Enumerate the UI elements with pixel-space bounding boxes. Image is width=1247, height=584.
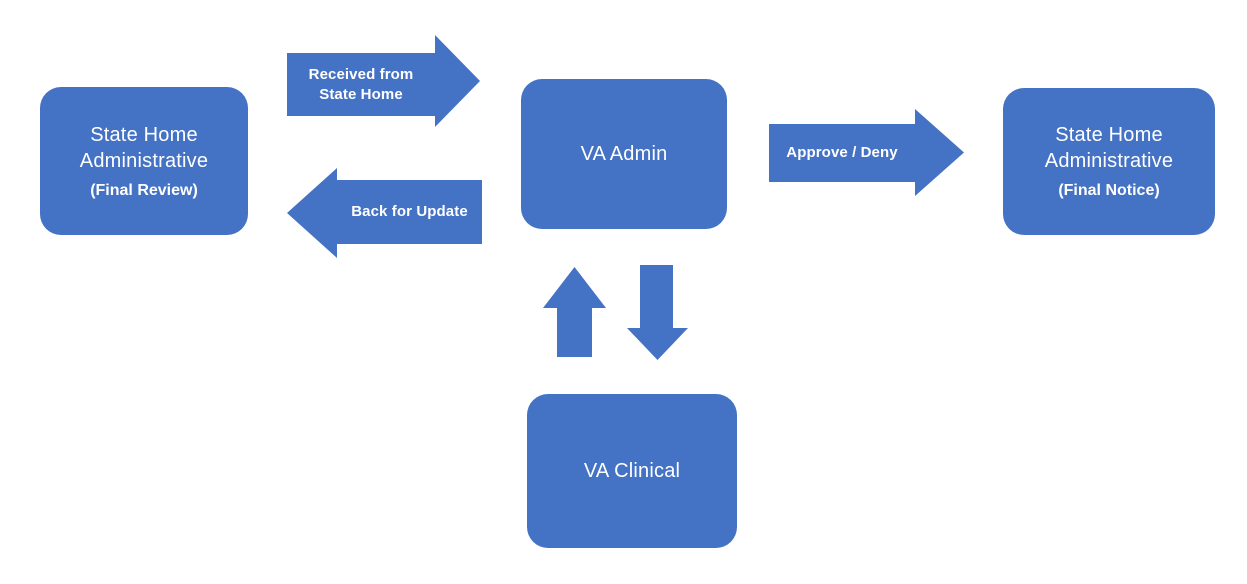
node-title: State Home Administrative xyxy=(1045,122,1173,174)
arrow-up-shape xyxy=(543,267,606,357)
node-va-clinical: VA Clinical xyxy=(527,394,737,548)
node-subtitle: (Final Notice) xyxy=(1058,182,1160,200)
node-title: VA Clinical xyxy=(583,460,681,482)
arrow-approve-deny xyxy=(769,109,964,196)
arrow-down-admin-to-clinical xyxy=(627,265,688,360)
node-va-admin: VA Admin xyxy=(521,79,727,229)
node-title-line2: Administrative xyxy=(79,149,209,172)
arrow-right-shape xyxy=(769,109,964,196)
node-title: VA Admin xyxy=(580,143,668,165)
arrow-up-clinical-to-admin xyxy=(543,267,606,357)
arrow-left-shape xyxy=(287,168,482,258)
node-title: State Home Administrative xyxy=(80,122,208,174)
arrow-back-for-update xyxy=(287,168,482,258)
node-state-home-final-notice: State Home Administrative (Final Notice) xyxy=(1003,88,1215,235)
node-state-home-final-review: State Home Administrative (Final Review) xyxy=(40,87,248,235)
arrow-right-shape xyxy=(287,35,480,127)
node-title-line1: State Home xyxy=(90,123,198,146)
arrow-down-shape xyxy=(627,265,688,360)
node-title-line1: State Home xyxy=(1055,124,1163,147)
arrow-received-from-state-home xyxy=(287,35,480,127)
node-title-line2: Administrative xyxy=(1044,150,1174,173)
node-subtitle: (Final Review) xyxy=(90,181,198,199)
